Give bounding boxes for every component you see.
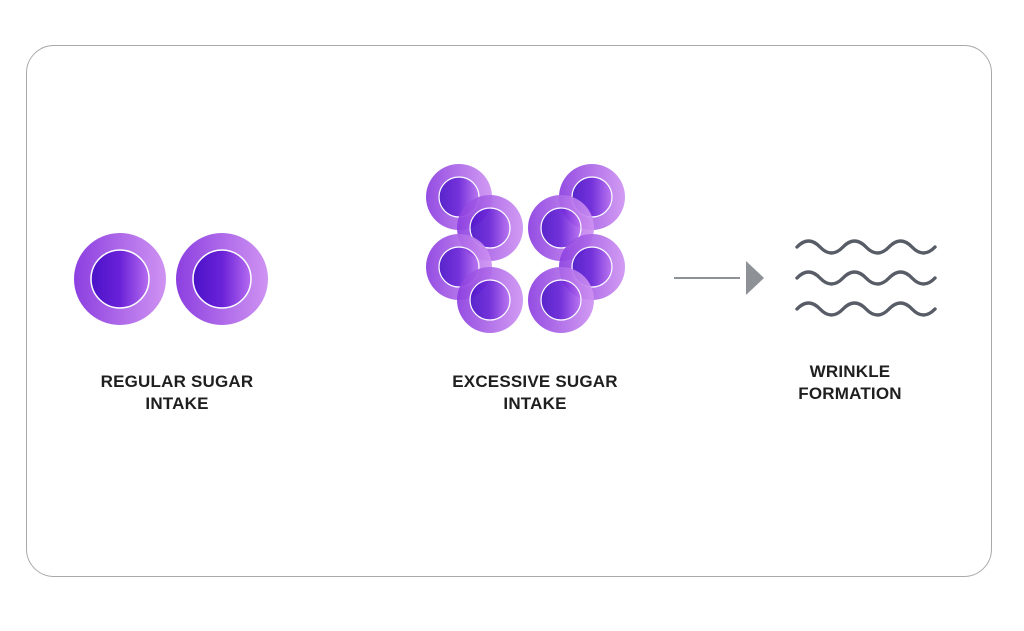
sugar-molecule-icon xyxy=(457,267,523,333)
excessive-label-line1: EXCESSIVE SUGAR xyxy=(452,372,618,391)
excessive-sugar-molecules xyxy=(426,164,625,333)
wrinkle-formation-label: WRINKLE FORMATION xyxy=(780,361,920,405)
regular-label-line2: INTAKE xyxy=(145,394,209,413)
arrow-right-icon xyxy=(674,261,764,295)
excessive-sugar-intake-label: EXCESSIVE SUGAR INTAKE xyxy=(420,371,650,415)
excessive-label-line2: INTAKE xyxy=(503,394,567,413)
wrinkle-wave-icon xyxy=(795,239,937,317)
sugar-molecule-icon xyxy=(176,233,268,325)
sugar-molecule-icon xyxy=(74,233,166,325)
wrinkle-label-line1: WRINKLE xyxy=(809,362,891,381)
sugar-molecule-icon xyxy=(528,267,594,333)
wrinkle-label-line2: FORMATION xyxy=(798,384,902,403)
regular-sugar-molecules xyxy=(74,233,268,325)
regular-label-line1: REGULAR SUGAR xyxy=(100,372,254,391)
regular-sugar-intake-label: REGULAR SUGAR INTAKE xyxy=(70,371,284,415)
